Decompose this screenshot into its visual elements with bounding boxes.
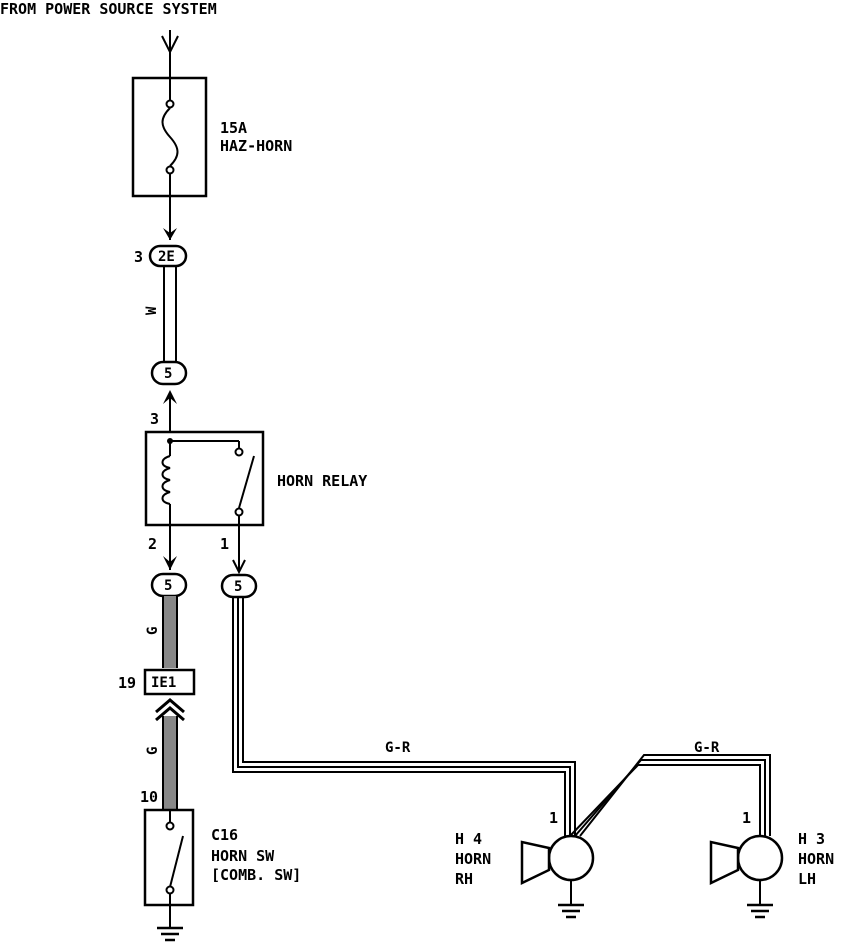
ground-icon <box>157 905 183 942</box>
horn-lh-name: HORN <box>798 850 834 868</box>
arrow-up-icon <box>163 390 177 404</box>
relay-name-label: HORN RELAY <box>277 472 367 490</box>
arrow-down-icon <box>163 556 177 570</box>
wire-g-r-right-label: G-R <box>694 740 720 756</box>
switch-sub-label: [COMB. SW] <box>211 866 301 884</box>
connector-ie1-label: IE1 <box>151 675 176 691</box>
wire-g-lower <box>162 716 178 810</box>
power-source-label: FROM POWER SOURCE SYSTEM <box>0 0 217 18</box>
fuse-name-label: HAZ-HORN <box>220 137 292 155</box>
connector-5-top-label: 5 <box>164 366 172 382</box>
connector-2e-pin: 3 <box>134 248 143 266</box>
horn-relay <box>144 430 265 527</box>
horn-rh-pin: 1 <box>549 809 558 827</box>
relay-pin-2: 2 <box>148 535 157 553</box>
fuse-rating-label: 15A <box>220 119 247 137</box>
wire-g-r-left-label: G-R <box>385 740 411 756</box>
double-chevron-up-icon <box>155 698 185 722</box>
horn-rh-side: RH <box>455 870 473 888</box>
connector-ie1-pin: 19 <box>118 674 136 692</box>
horn-rh-code: H 4 <box>455 830 482 848</box>
connector-2e-label: 2E <box>158 249 175 265</box>
wire-g-lower-label: G <box>145 747 161 755</box>
switch-name-label: HORN SW <box>211 847 275 865</box>
fuse-15a-haz-horn <box>131 76 208 198</box>
connector-5-right-label: 5 <box>234 579 242 595</box>
horn-rh-icon <box>520 834 595 919</box>
arrow-down-icon <box>232 559 246 575</box>
horn-lh-side: LH <box>798 870 816 888</box>
connector-5-top <box>150 360 188 386</box>
power-input-arrow <box>161 30 179 78</box>
horn-lh-code: H 3 <box>798 830 825 848</box>
switch-pin-10: 10 <box>140 788 158 806</box>
wire-w <box>163 266 177 362</box>
connector-5-left-label: 5 <box>164 578 172 594</box>
wire-g-upper <box>162 596 178 668</box>
horn-lh-pin: 1 <box>742 809 751 827</box>
wire-g-r-right <box>569 754 771 837</box>
wire-g-upper-label: G <box>145 627 161 635</box>
arrow-down-icon <box>163 228 177 240</box>
connector-2e <box>148 244 188 268</box>
connector-ie1 <box>143 668 196 696</box>
horn-rh-name: HORN <box>455 850 491 868</box>
wire-g-r-left <box>232 597 576 836</box>
relay-pin-3: 3 <box>150 410 159 428</box>
horn-switch <box>143 808 195 907</box>
relay-pin-1: 1 <box>220 535 229 553</box>
switch-code-label: C16 <box>211 826 238 844</box>
wire-w-label: W <box>144 306 160 315</box>
horn-lh-icon <box>709 834 784 919</box>
